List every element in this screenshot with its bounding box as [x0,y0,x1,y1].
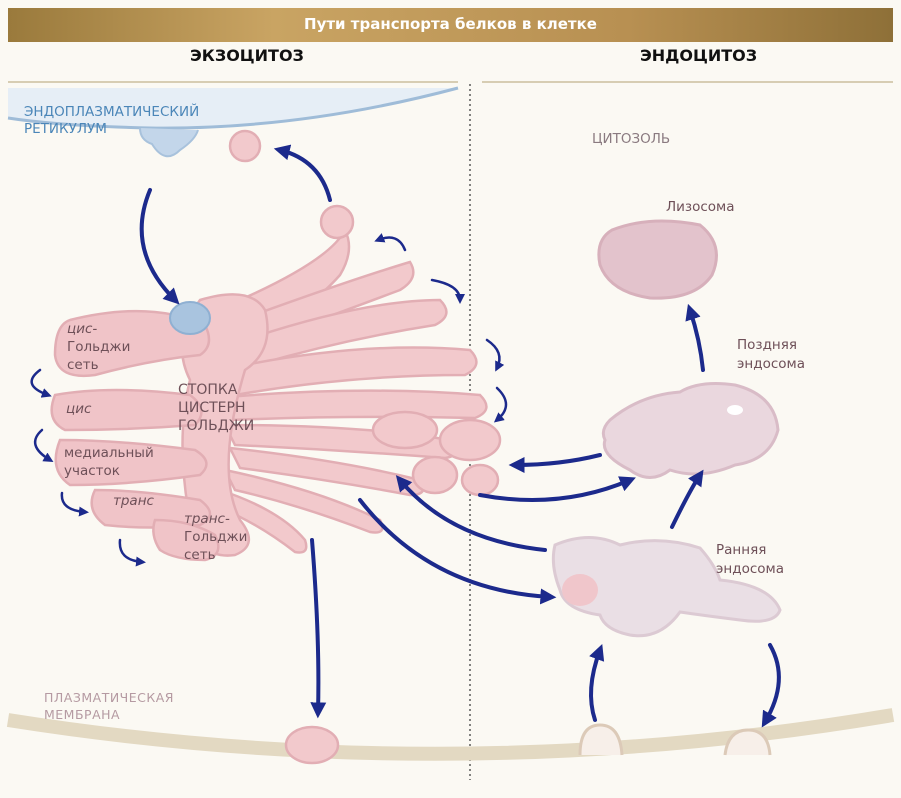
medial-label-line1: медиальный [64,445,154,462]
arrow-golgi-to-er [280,150,330,200]
arrow-golgi-to-late-endosome [480,480,630,500]
er-derived-vesicle [170,302,210,334]
arrow-early-to-late-endosome [672,475,700,527]
er-label-line2: РЕТИКУЛУМ [24,121,107,138]
arrow-er-to-golgi [142,190,175,300]
cis-golgi-label-line1: цис- [67,321,97,338]
cis-golgi-label-line3: сеть [67,357,99,374]
late-endosome-label-line2: эндосома [737,356,805,373]
golgi-stack-label-line2: ЦИСТЕРН [178,400,245,417]
cis-cisterna-label: цис [66,401,91,418]
arrow-early-endosome-to-membrane [765,645,779,722]
late-endosome-vacuole [727,405,743,415]
er-budding-vesicle [140,128,198,156]
arrow-late-endosome-to-lysosome [690,310,703,370]
golgi-stack-label-line1: СТОПКА [178,382,237,399]
golgi-stack-label-line3: ГОЛЬДЖИ [178,418,254,435]
er-label-line1: ЭНДОПЛАЗМАТИЧЕСКИЙ [24,104,199,121]
trans-golgi-label-line2: Гольджи [184,529,247,546]
medial-label-line2: участок [64,463,120,480]
plasma-membrane-label-line2: МЕМБРАНА [44,706,120,723]
late-endosome [603,384,778,478]
early-endosome-bud [562,574,598,606]
trans-cisterna-label: транс [113,493,154,510]
lysosome [599,221,717,298]
cytosol-label: ЦИТОЗОЛЬ [592,131,670,148]
trans-golgi-label-line1: транс- [184,511,230,528]
lysosome-label: Лизосома [666,199,735,216]
trans-golgi-label-line3: сеть [184,547,216,564]
early-endosome-label-line1: Ранняя [716,542,766,559]
cis-golgi-label-line2: Гольджи [67,339,130,356]
late-endosome-label-line1: Поздняя [737,337,797,354]
arrow-golgi-to-membrane [312,540,318,712]
arrow-membrane-to-early-endosome [591,650,600,720]
early-endosome-label-line2: эндосома [716,561,784,578]
arrow-late-endosome-to-golgi [515,455,600,465]
endocytic-pit-1 [580,725,622,755]
plasma-membrane-label-line1: ПЛАЗМАТИЧЕСКАЯ [44,689,174,706]
